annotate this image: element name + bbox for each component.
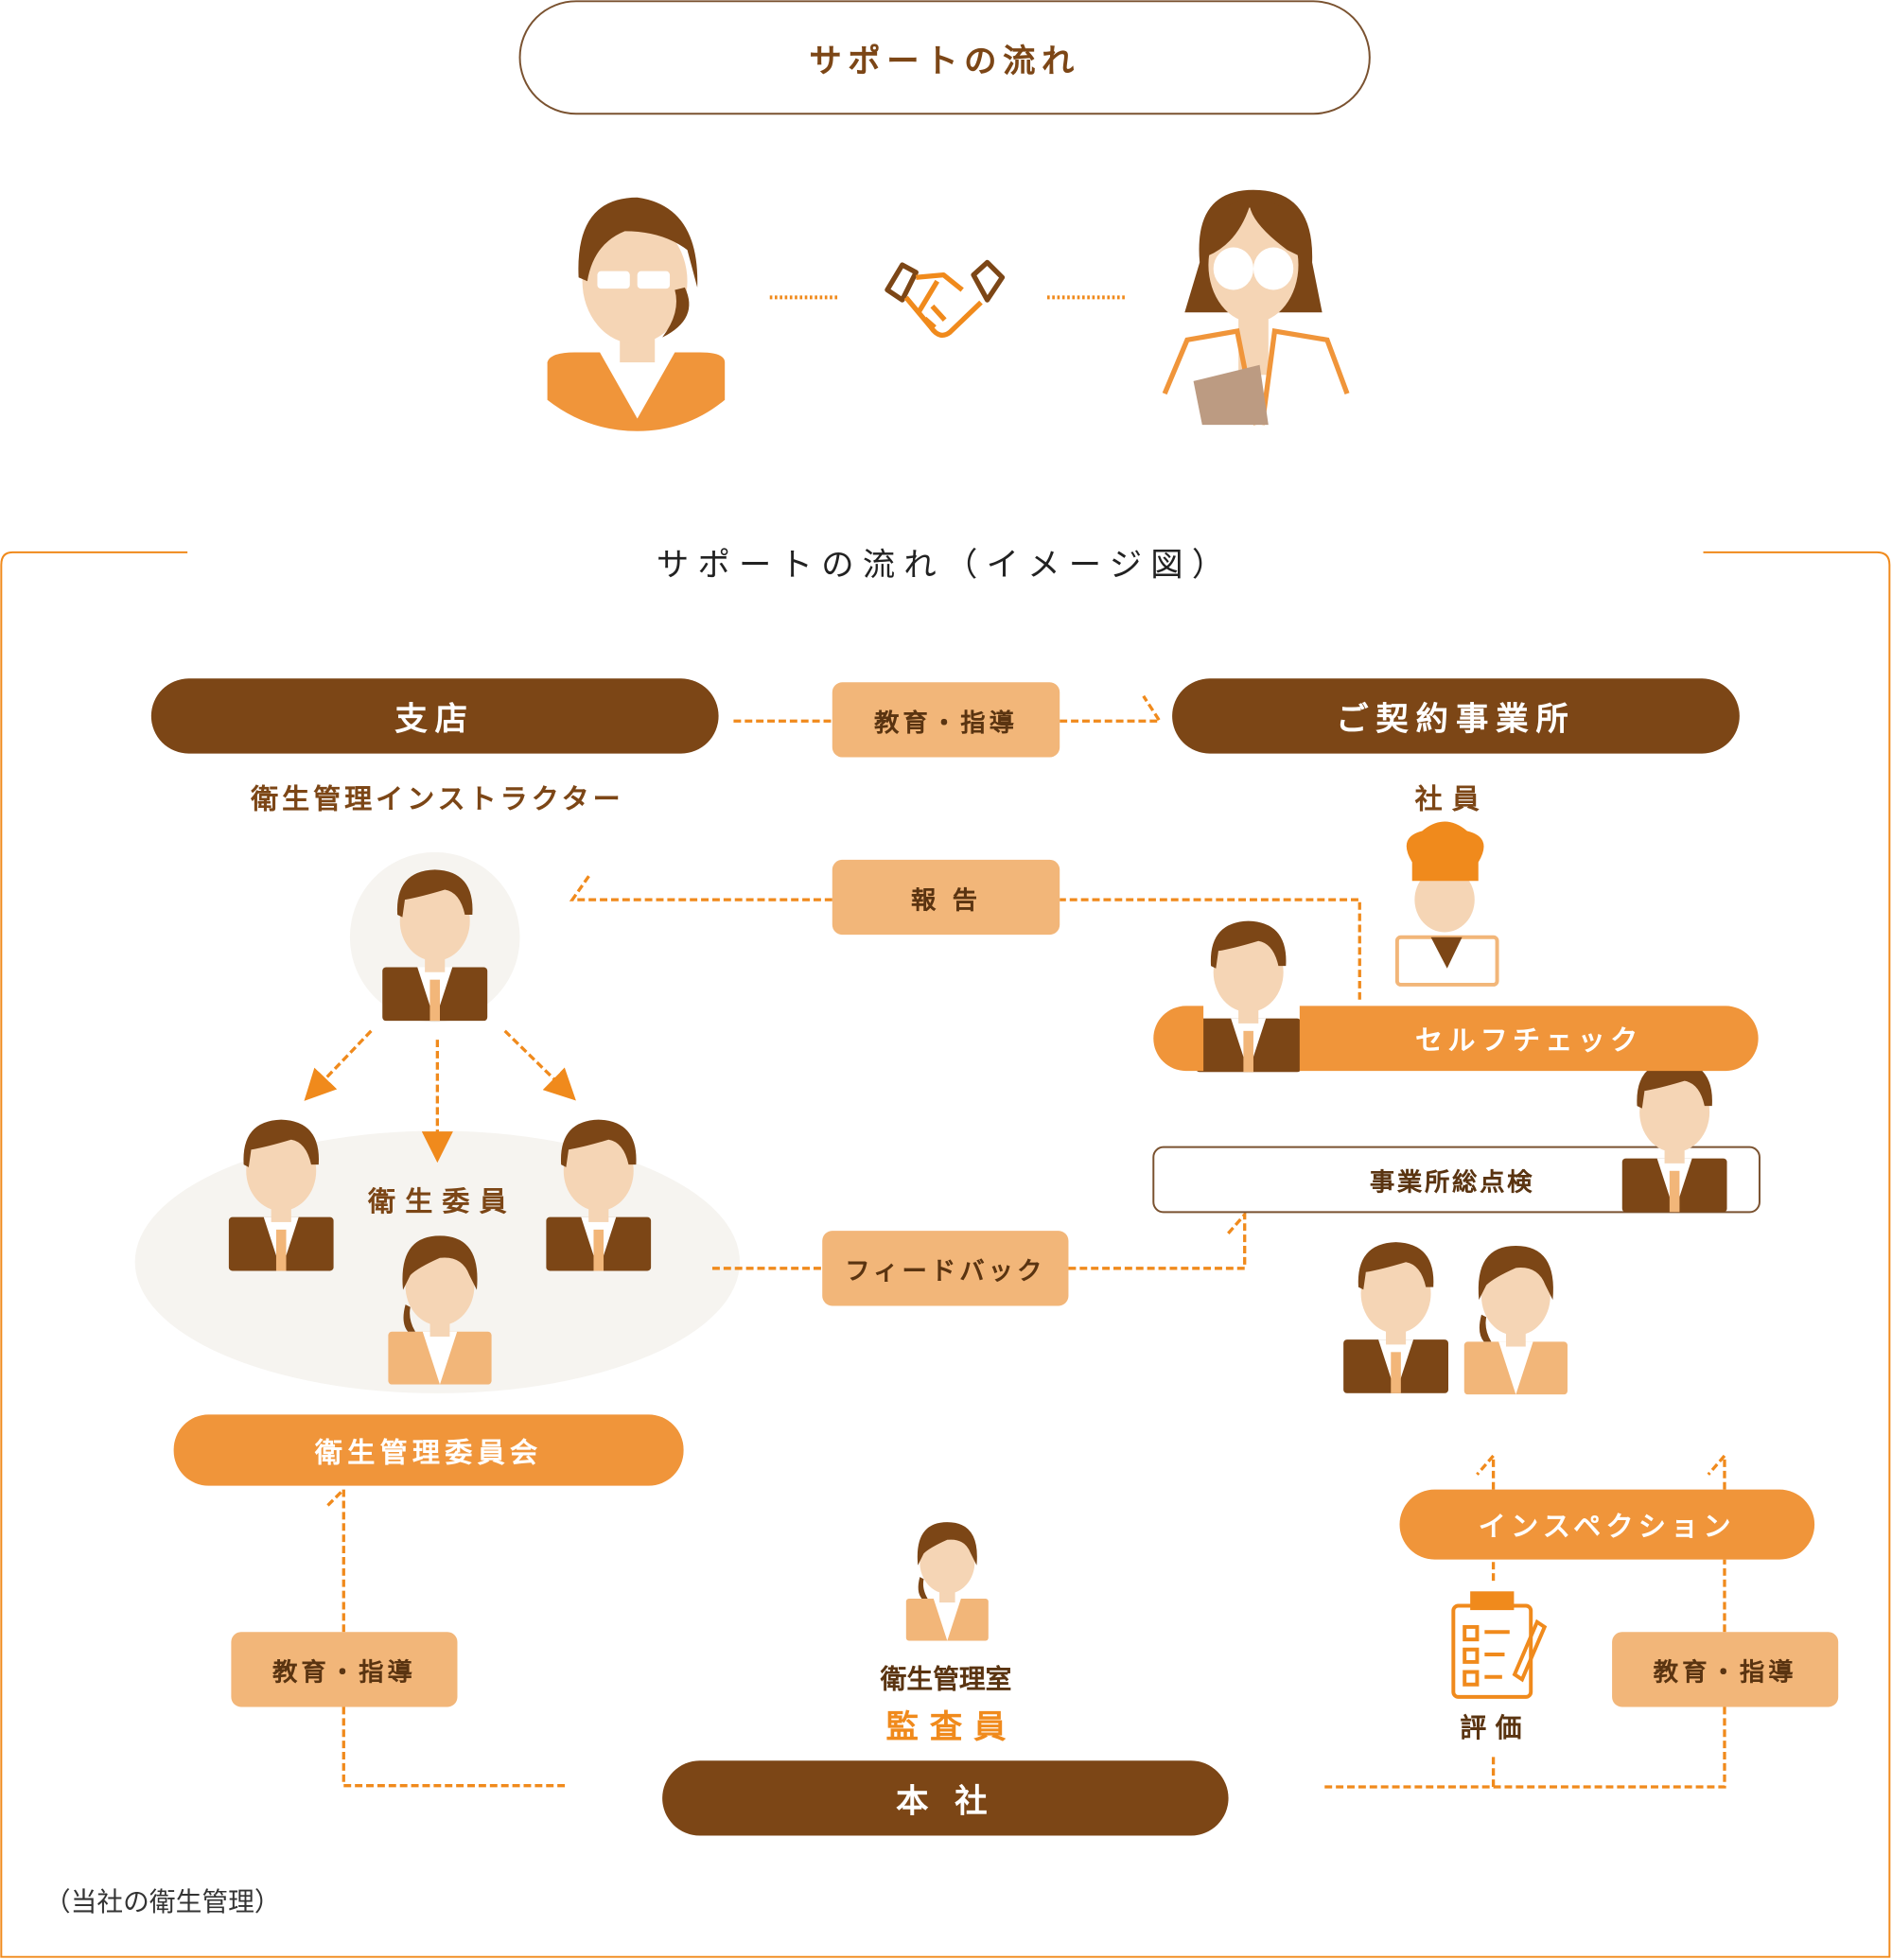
members-label: 衛 生 委 員 [368,1186,507,1218]
employee-woman-icon [1463,1245,1568,1395]
handshake-icon [885,259,1006,338]
header-title: サポートの流れ [809,43,1081,81]
header-pill [518,0,1371,115]
employee-person-icon [1196,920,1302,1073]
inspection-pill: インスペクション [1399,1489,1815,1560]
self-check-pill: セルフチェック [1299,1006,1759,1072]
inspector-person-icon [1621,1060,1727,1213]
connector-lines [304,694,1726,1789]
education-guidance-right-label: 教育・指導 [1612,1632,1839,1707]
client-woman-illustration [1162,189,1350,426]
diagram-title: サポートの流れ（イメージ図） [656,546,1234,585]
chef-icon [1394,821,1499,987]
education-guidance-label: 教育・指導 [832,682,1060,758]
client-pill: ご契約事業所 [1172,678,1740,754]
self-check-pill-left [1153,1006,1204,1072]
self-check-label: セルフチェック [1415,1025,1643,1058]
site-inspection-box [1152,1146,1761,1214]
evaluation-label: 評 価 [1460,1713,1522,1743]
auditor-woman-icon [905,1522,989,1641]
employee-role-label: 社 員 [1414,784,1480,816]
committee-pill: 衛生管理委員会 [173,1414,684,1486]
branch-pill: 支店 [150,678,719,754]
feedback-label: フィードバック [822,1231,1069,1306]
consultant-woman-illustration [547,197,726,431]
instructor-role-label: 衛生管理インストラクター [251,784,624,816]
education-guidance-left-label: 教育・指導 [231,1632,458,1707]
employee-person-icon [1343,1242,1449,1393]
diagram-frame [0,551,1891,1958]
hq-pill: 本 社 [662,1760,1229,1836]
clipboard-checklist-icon [1451,1591,1548,1699]
report-label: 報 告 [832,859,1060,936]
office-label: 衛生管理室 [880,1664,1012,1695]
caption: （当社の衛生管理） [44,1886,281,1917]
site-inspection-label: 事業所総点検 [1369,1166,1535,1197]
auditor-label: 監 査 員 [885,1708,1007,1747]
